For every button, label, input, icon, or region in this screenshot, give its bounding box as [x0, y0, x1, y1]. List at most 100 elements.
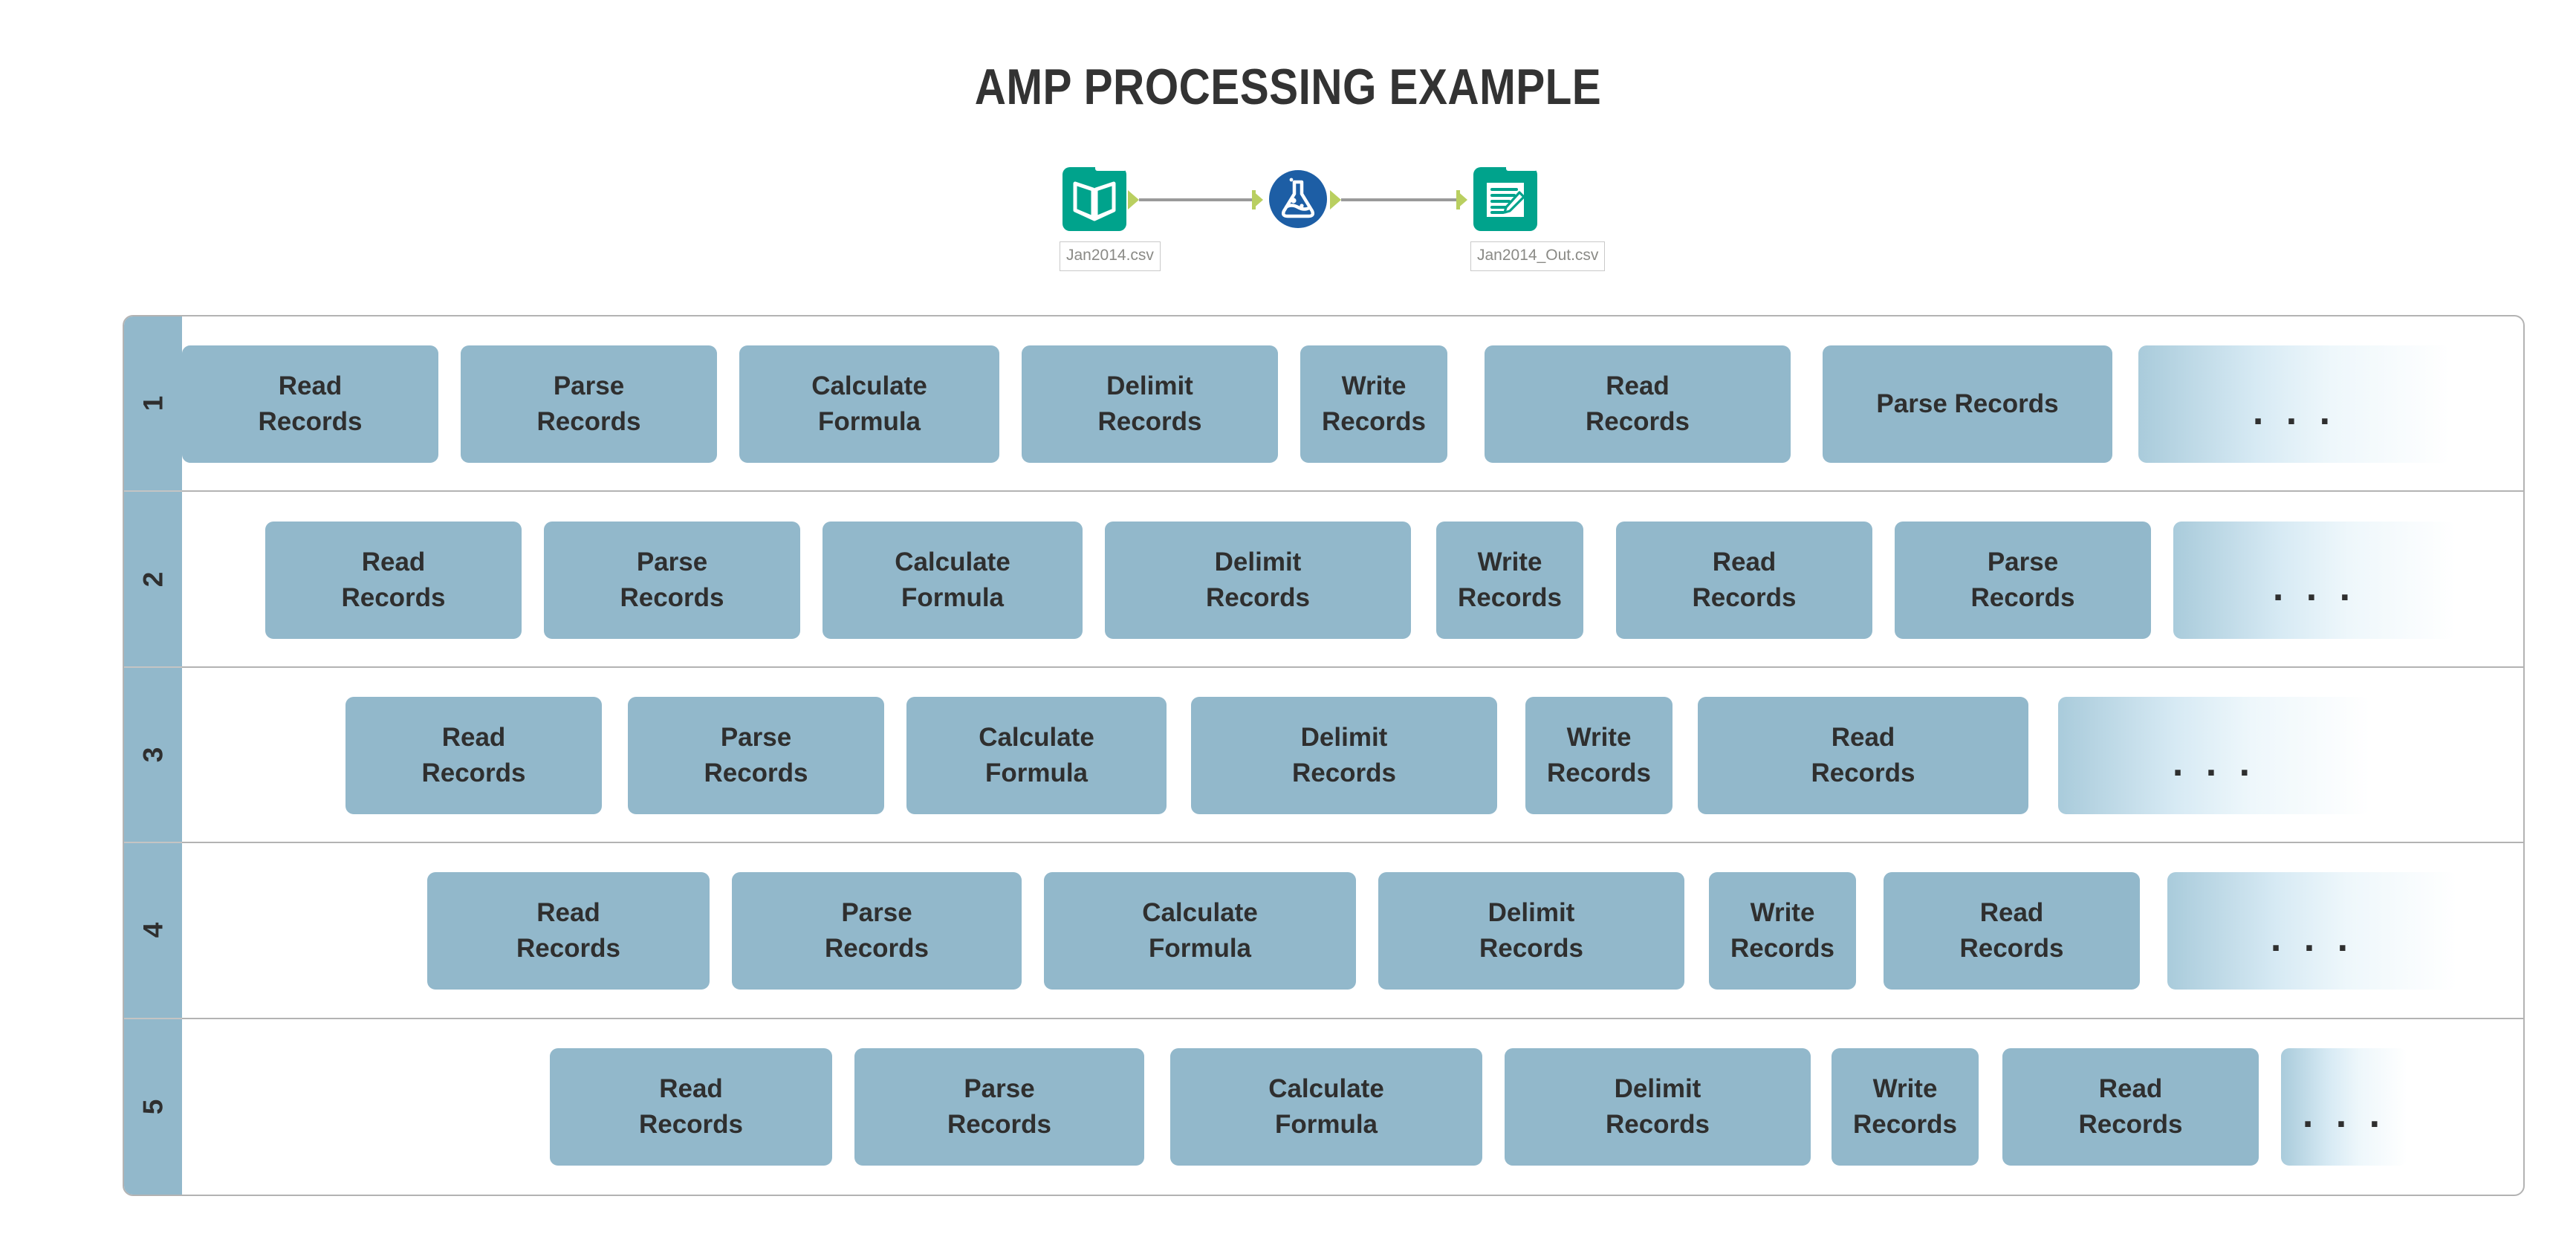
tool-input-connector-icon	[1252, 190, 1263, 209]
amp-ellipsis-box: . . .	[2138, 345, 2450, 464]
ellipsis-label: . . .	[2172, 741, 2257, 784]
amp-ellipsis-box: . . .	[2281, 1047, 2407, 1166]
ellipsis-label: . . .	[2270, 917, 2355, 961]
ellipsis-label: . . .	[2252, 390, 2337, 434]
row-index-label: 5	[137, 1099, 168, 1115]
page-title: AMP PROCESSING EXAMPLE	[974, 59, 1602, 115]
amp-ellipsis-box: . . .	[2058, 696, 2370, 814]
workflow-diagram: Jan2014.csv	[1060, 162, 1606, 271]
document-pencil-output-icon[interactable]	[1473, 162, 1537, 231]
ellipsis-label: . . .	[2272, 565, 2357, 609]
output-input-connector-icon	[1456, 190, 1467, 209]
workflow-input-node[interactable]: Jan2014.csv	[1060, 162, 1161, 271]
input-file-label: Jan2014.csv	[1060, 241, 1161, 271]
sidebar-row-index-5: 5	[124, 1019, 182, 1195]
wire-tool-to-output	[1341, 198, 1456, 201]
sidebar-row-index-1: 1	[124, 316, 182, 493]
sidebar-row-index-3: 3	[124, 668, 182, 844]
wire-input-to-tool	[1139, 198, 1252, 201]
flask-formula-icon[interactable]	[1269, 170, 1327, 228]
workflow-output-node[interactable]: Jan2014_Out.csv	[1470, 162, 1606, 271]
row-index-label: 4	[137, 923, 168, 938]
workflow-formula-tool[interactable]	[1269, 167, 1327, 228]
amp-ellipsis-box: . . .	[2167, 872, 2457, 990]
input-output-connector-icon	[1128, 190, 1139, 209]
output-file-label: Jan2014_Out.csv	[1470, 241, 1606, 271]
amp-process-box[interactable]: Parse Records	[1823, 345, 2112, 464]
sidebar-row-index-2: 2	[124, 492, 182, 668]
ellipsis-label: . . .	[2302, 1092, 2387, 1136]
tool-output-connector-icon	[1330, 190, 1341, 209]
row-index-label: 1	[137, 395, 168, 412]
book-input-icon[interactable]	[1062, 162, 1126, 231]
sidebar-row-index-4: 4	[124, 843, 182, 1019]
